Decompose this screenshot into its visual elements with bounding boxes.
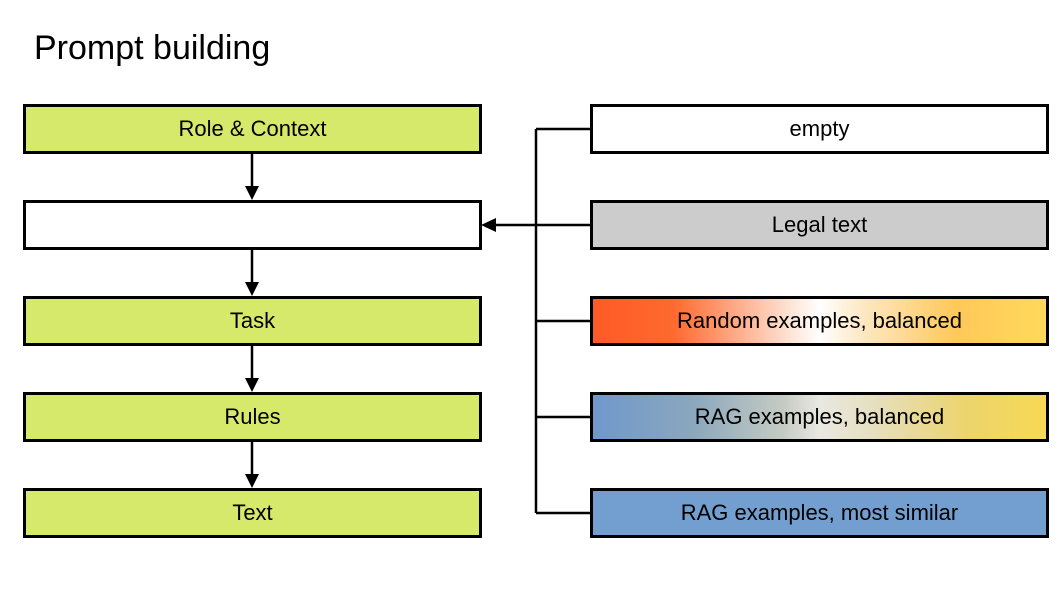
task-box: Task	[23, 296, 482, 346]
option-rag-similar-label: RAG examples, most similar	[680, 500, 959, 525]
option-legal-text-label: Legal text	[771, 212, 868, 237]
rules-box: Rules	[23, 392, 482, 442]
role-context-label: Role & Context	[178, 116, 327, 141]
arrowhead-down-icon	[245, 474, 259, 488]
option-random-examples-box: Random examples, balanced	[590, 296, 1049, 346]
arrowhead-down-icon	[245, 186, 259, 200]
role-context-box: Role & Context	[23, 104, 482, 154]
option-legal-text-box: Legal text	[590, 200, 1049, 250]
arrowhead-down-icon	[245, 282, 259, 296]
arrowhead-down-icon	[245, 378, 259, 392]
option-empty-box: empty	[590, 104, 1049, 154]
arrowhead-left-icon	[481, 218, 496, 232]
option-rag-balanced-label: RAG examples, balanced	[694, 404, 945, 429]
page-title: Prompt building	[34, 29, 271, 67]
text-box: Text	[23, 488, 482, 538]
text-label: Text	[232, 500, 273, 525]
option-empty-label: empty	[789, 116, 850, 141]
option-rag-balanced-box: RAG examples, balanced	[590, 392, 1049, 442]
option-rag-similar-box: RAG examples, most similar	[590, 488, 1049, 538]
example-slot-box	[23, 200, 482, 250]
rules-label: Rules	[224, 404, 281, 429]
task-label: Task	[229, 308, 276, 333]
option-random-examples-label: Random examples, balanced	[677, 308, 962, 333]
